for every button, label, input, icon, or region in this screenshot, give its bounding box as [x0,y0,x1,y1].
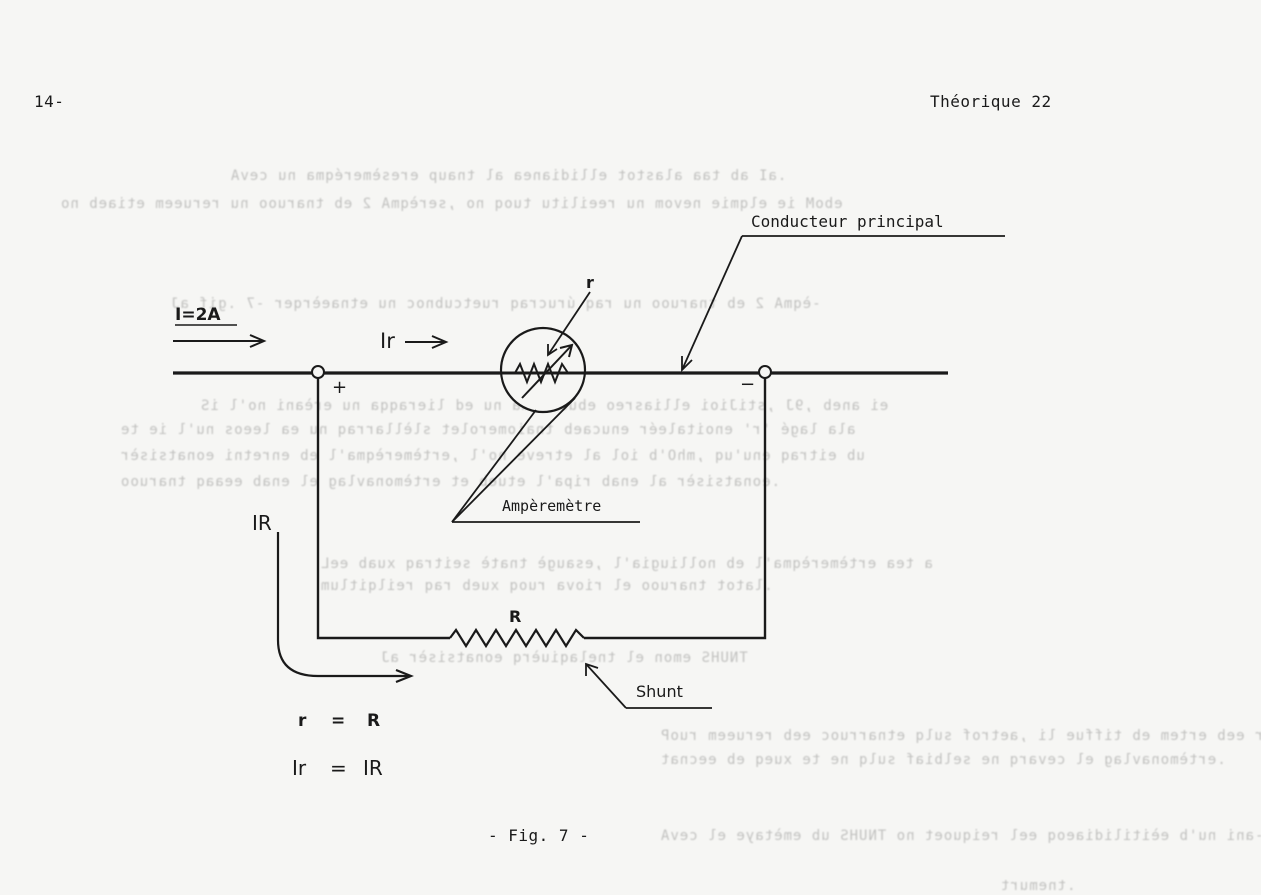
junction-node-right [758,365,772,379]
page-number: 14- [34,92,65,111]
ammeter-pointer-line-1 [451,409,537,523]
equation1-equals: = [331,711,345,731]
main-conductor-label: Conducteur principal [751,212,944,231]
junction-node-left [311,365,325,379]
shunt-current-label: IR [252,511,272,535]
section-title: Théorique 22 [930,92,1052,111]
r-pointer-arrowhead [547,344,558,357]
meter-current-arrowhead [431,335,449,349]
total-current-arrowhead [249,334,267,348]
minus-sign: − [740,374,755,395]
ammeter-label: Ampèremètre [502,497,601,515]
equation1-left: r [298,711,307,731]
shunt-resistor-symbol [449,627,585,649]
meter-current-label: Ir [380,329,395,353]
shunt-pointer-line [585,663,627,709]
conductor-pointer-line [681,235,743,371]
meter-resistor-symbol [514,361,569,385]
ammeter-pointer-line-2 [451,397,576,523]
shunt-branch-left-wire [316,373,450,640]
equation2-right: IR [363,756,383,780]
total-current-label: I=2A [175,305,221,325]
variable-arrow-head [559,343,574,358]
variable-arrow-shaft [521,344,573,399]
shunt-label: Shunt [636,682,683,701]
r-pointer-line [547,291,591,356]
conductor-pointer-arrowhead [681,356,693,373]
shunt-branch-right-wire [584,373,767,640]
equation1-right: R [367,711,380,731]
shunt-current-curved-arrow [276,532,408,678]
figure-caption: - Fig. 7 - [488,826,590,845]
plus-sign: + [332,377,347,398]
shunt-pointer-arrowhead [585,662,599,676]
shunt-current-arrowhead [395,668,414,684]
shunt-resistance-label: R [509,607,521,626]
equation2-left: Ir [292,756,307,780]
equation2-equals: = [330,756,347,780]
meter-resistance-label: r [586,273,594,292]
ammeter-circle [499,326,587,414]
